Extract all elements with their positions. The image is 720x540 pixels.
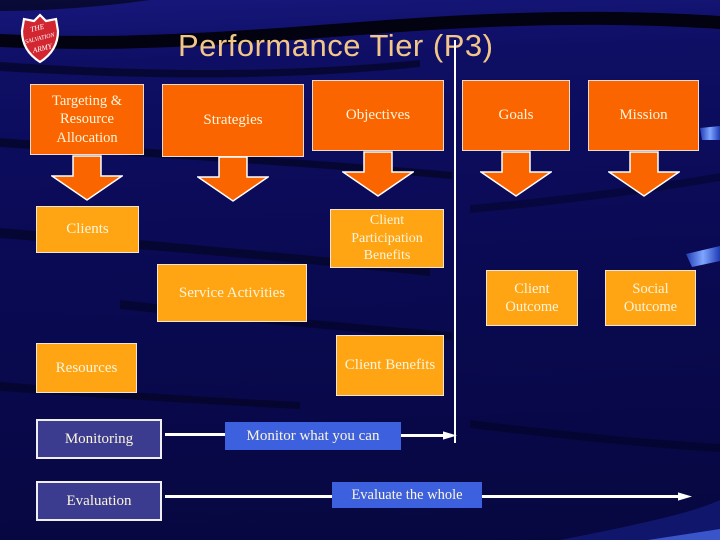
box-evaluation: Evaluation xyxy=(36,481,162,521)
slide-title: Performance Tier (P3) xyxy=(178,28,494,63)
down-arrow-icon xyxy=(197,156,269,202)
box-goals: Goals xyxy=(462,80,570,151)
down-arrow-icon xyxy=(608,151,680,197)
connector-line xyxy=(401,434,445,437)
box-social-outcome: Social Outcome xyxy=(605,270,696,326)
box-client-benefits: Client Benefits xyxy=(336,335,444,396)
box-client-participation-benefits: Client Participation Benefits xyxy=(330,209,444,268)
down-arrow-icon xyxy=(480,151,552,197)
down-arrow-icon xyxy=(342,151,414,197)
box-objectives: Objectives xyxy=(312,80,444,151)
box-service-activities: Service Activities xyxy=(157,264,307,322)
box-resources: Resources xyxy=(36,343,137,393)
box-clients: Clients xyxy=(36,206,139,253)
connector-line xyxy=(165,495,332,498)
connector-line xyxy=(165,433,225,436)
box-monitor-what-you-can: Monitor what you can xyxy=(225,422,401,450)
vertical-divider-line xyxy=(454,40,456,443)
logo-line-1: THE xyxy=(29,22,45,34)
down-arrow-icon xyxy=(51,155,123,201)
box-strategies: Strategies xyxy=(162,84,304,157)
connector-line xyxy=(482,495,678,498)
box-mission: Mission xyxy=(588,80,699,151)
right-arrowhead-icon xyxy=(678,492,692,501)
box-monitoring: Monitoring xyxy=(36,419,162,459)
box-evaluate-the-whole: Evaluate the whole xyxy=(332,482,482,508)
salvation-army-logo-icon: THE SALVATION ARMY xyxy=(20,13,60,64)
box-targeting-resource-allocation: Targeting & Resource Allocation xyxy=(30,84,144,155)
right-arrowhead-icon xyxy=(443,431,457,440)
box-client-outcome: Client Outcome xyxy=(486,270,578,326)
